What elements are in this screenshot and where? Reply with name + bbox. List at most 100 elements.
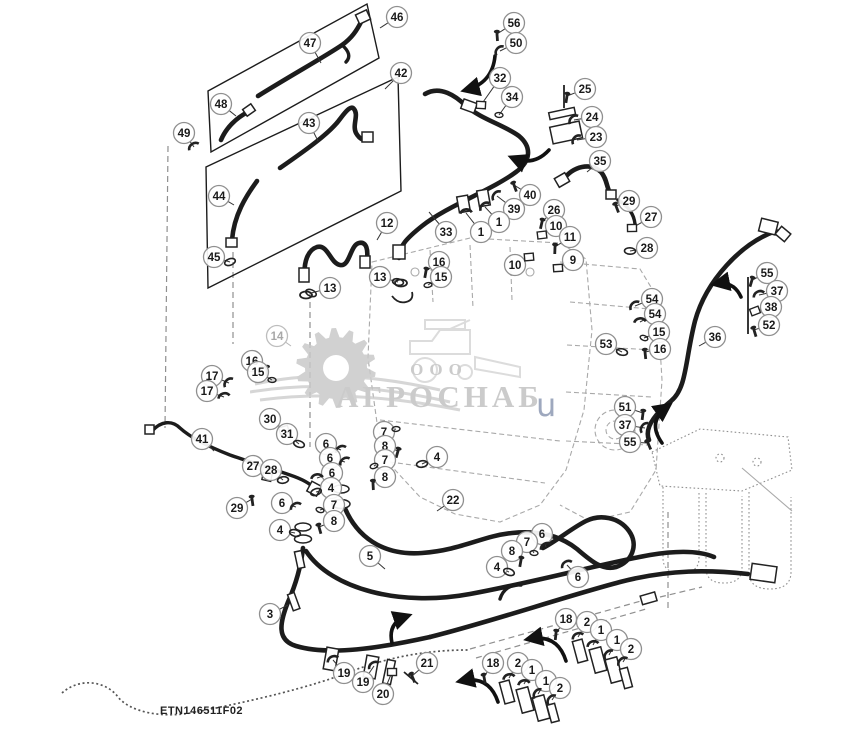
part-bolt xyxy=(480,672,487,685)
part-bolt xyxy=(640,408,647,421)
callout-number: 7 xyxy=(381,427,387,439)
callout-number: 9 xyxy=(570,255,576,267)
callout-circle xyxy=(298,31,322,55)
callout-leader xyxy=(551,696,555,701)
callout-circle xyxy=(297,111,321,135)
callout-circle xyxy=(441,488,465,512)
callout-2: 2 xyxy=(619,637,643,663)
callout-29: 29 xyxy=(225,496,253,520)
callout-6: 6 xyxy=(270,491,297,515)
callout-number: 6 xyxy=(575,572,581,584)
callout-circle xyxy=(358,544,382,568)
part-bolt xyxy=(423,266,430,279)
callout-leader xyxy=(285,341,292,347)
part-clip xyxy=(491,190,502,201)
callout-circle xyxy=(246,360,270,384)
callout-number: 47 xyxy=(304,38,317,50)
callout-28: 28 xyxy=(259,458,284,482)
callout-number: 10 xyxy=(509,260,522,272)
callout-circle xyxy=(502,197,526,221)
part-fit xyxy=(386,667,398,677)
callout-number: 15 xyxy=(435,272,448,284)
callout-circle xyxy=(503,253,527,277)
callout-circle xyxy=(385,5,409,29)
part-fit xyxy=(626,223,638,233)
callout-44: 44 xyxy=(207,184,235,208)
part-washer xyxy=(369,462,379,470)
callout-number: 16 xyxy=(654,344,667,356)
part-bolt xyxy=(748,275,756,288)
callout-leader xyxy=(615,348,623,353)
callout-circle xyxy=(373,465,397,489)
callout-number: 46 xyxy=(391,12,404,24)
callout-number: 13 xyxy=(324,283,337,295)
callout-11: 11 xyxy=(554,225,582,249)
callout-circle xyxy=(561,248,585,272)
callout-number: 8 xyxy=(382,441,389,453)
callout-18: 18 xyxy=(481,651,505,678)
callout-21: 21 xyxy=(411,651,439,677)
callout-number: 12 xyxy=(381,218,394,230)
callout-number: 55 xyxy=(761,268,774,280)
callout-number: 45 xyxy=(208,252,221,264)
callout-circle xyxy=(275,422,299,446)
callout-number: 37 xyxy=(619,420,632,432)
callout-number: 6 xyxy=(327,453,333,465)
part-ring xyxy=(288,528,302,538)
hose-3-core xyxy=(280,546,432,652)
hose-47-hook-core xyxy=(341,44,350,63)
callout-number: 24 xyxy=(586,112,599,124)
callout-48: 48 xyxy=(209,92,237,117)
callout-22: 22 xyxy=(436,488,465,512)
callout-leader xyxy=(698,341,707,347)
callout-number: 7 xyxy=(524,537,530,549)
callout-leader xyxy=(576,138,586,141)
part-clip xyxy=(289,501,302,510)
part-ring xyxy=(304,288,318,298)
callout-34: 34 xyxy=(498,85,524,116)
callout-number: 55 xyxy=(624,437,637,449)
part-washer xyxy=(391,425,401,433)
part-clip xyxy=(494,45,504,57)
part-bolt xyxy=(518,555,525,568)
callout-leader xyxy=(332,659,338,666)
callout-leader xyxy=(389,279,399,283)
direction-arrow xyxy=(460,54,497,97)
callout-number: 28 xyxy=(641,243,654,255)
callout-number: 2 xyxy=(557,683,563,695)
part-bolt xyxy=(552,242,559,255)
callout-13: 13 xyxy=(310,276,342,300)
part-clip xyxy=(532,687,542,700)
part-clip xyxy=(568,114,579,125)
part-ring xyxy=(292,439,306,449)
callout-number: 29 xyxy=(623,196,636,208)
part-fit xyxy=(552,263,564,273)
callout-circle xyxy=(588,149,612,173)
part-bolt xyxy=(539,217,546,230)
part-ring xyxy=(309,487,323,497)
callout-number: 26 xyxy=(548,205,561,217)
callout-leader xyxy=(411,669,420,677)
callout-circle xyxy=(207,184,231,208)
callout-15: 15 xyxy=(427,265,453,289)
callout-45: 45 xyxy=(202,245,231,269)
part-clip xyxy=(586,639,600,648)
part-bolt xyxy=(641,347,648,360)
callout-leader xyxy=(573,118,582,121)
part-clip xyxy=(517,679,531,686)
part-clip xyxy=(223,377,234,388)
callout-number: 32 xyxy=(494,73,507,85)
callout-leader xyxy=(428,211,440,225)
callout-36: 36 xyxy=(698,325,727,349)
direction-arrow xyxy=(523,626,568,663)
callout-number: 19 xyxy=(338,668,351,680)
callout-33: 33 xyxy=(428,211,458,244)
part-fit xyxy=(475,100,487,110)
callout-circle xyxy=(469,220,493,244)
callout-number: 41 xyxy=(196,434,209,446)
callout-number: 51 xyxy=(619,402,632,414)
callout-number: 25 xyxy=(579,84,592,96)
callout-number: 19 xyxy=(357,677,370,689)
callout-circle xyxy=(375,211,399,235)
callout-circle xyxy=(258,407,282,431)
